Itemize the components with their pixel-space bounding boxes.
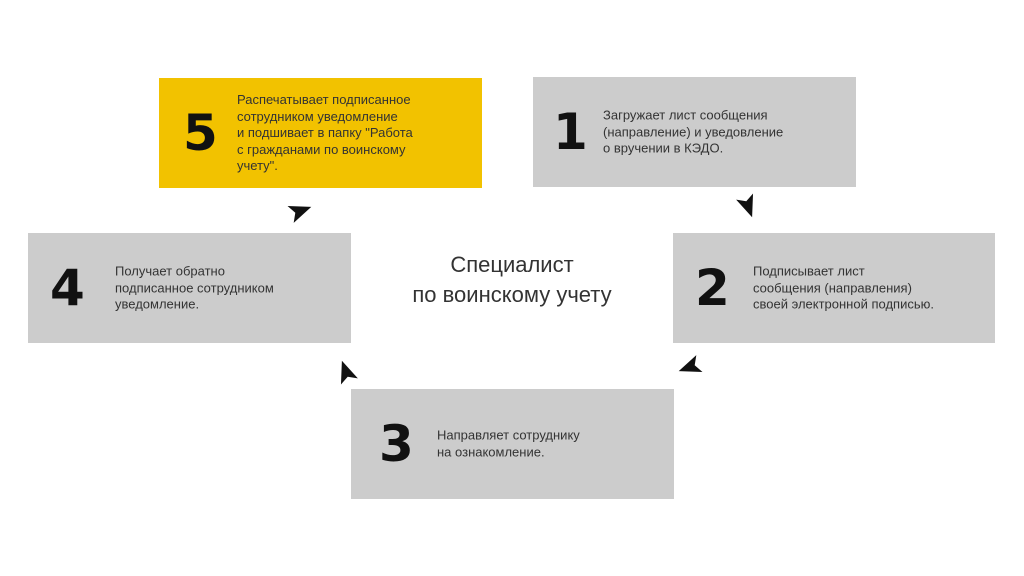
step-5-number: 5 [183,104,218,162]
step-2-text: Подписывает лист сообщения (направления)… [753,263,934,312]
arrow-icon [736,193,754,218]
arrow-icon [340,360,358,385]
arrow-icon [678,355,703,373]
arrow-icon [287,205,312,223]
step-4-box: 4 Получает обратно подписанное сотрудник… [28,233,351,343]
step-1-box: 1 Загружает лист сообщения (направление)… [533,77,856,187]
step-2-number: 2 [695,259,730,317]
step-5-box: 5 Распечатывает подписанное сотрудником … [159,78,482,188]
step-4-text: Получает обратно подписанное сотрудником… [115,263,274,312]
center-title: Специалист по воинскому учету [412,252,612,307]
step-1-text: Загружает лист сообщения (направление) и… [603,107,784,156]
step-5-text: Распечатывает подписанное сотрудником ув… [237,91,413,173]
step-2-box: 2 Подписывает лист сообщения (направлени… [673,233,995,343]
step-3-text: Направляет сотруднику на ознакомление. [437,427,580,460]
step-3-number: 3 [379,415,414,473]
step-4-number: 4 [50,259,85,317]
step-3-box: 3 Направляет сотруднику на ознакомление. [351,389,674,499]
step-1-number: 1 [553,103,588,161]
